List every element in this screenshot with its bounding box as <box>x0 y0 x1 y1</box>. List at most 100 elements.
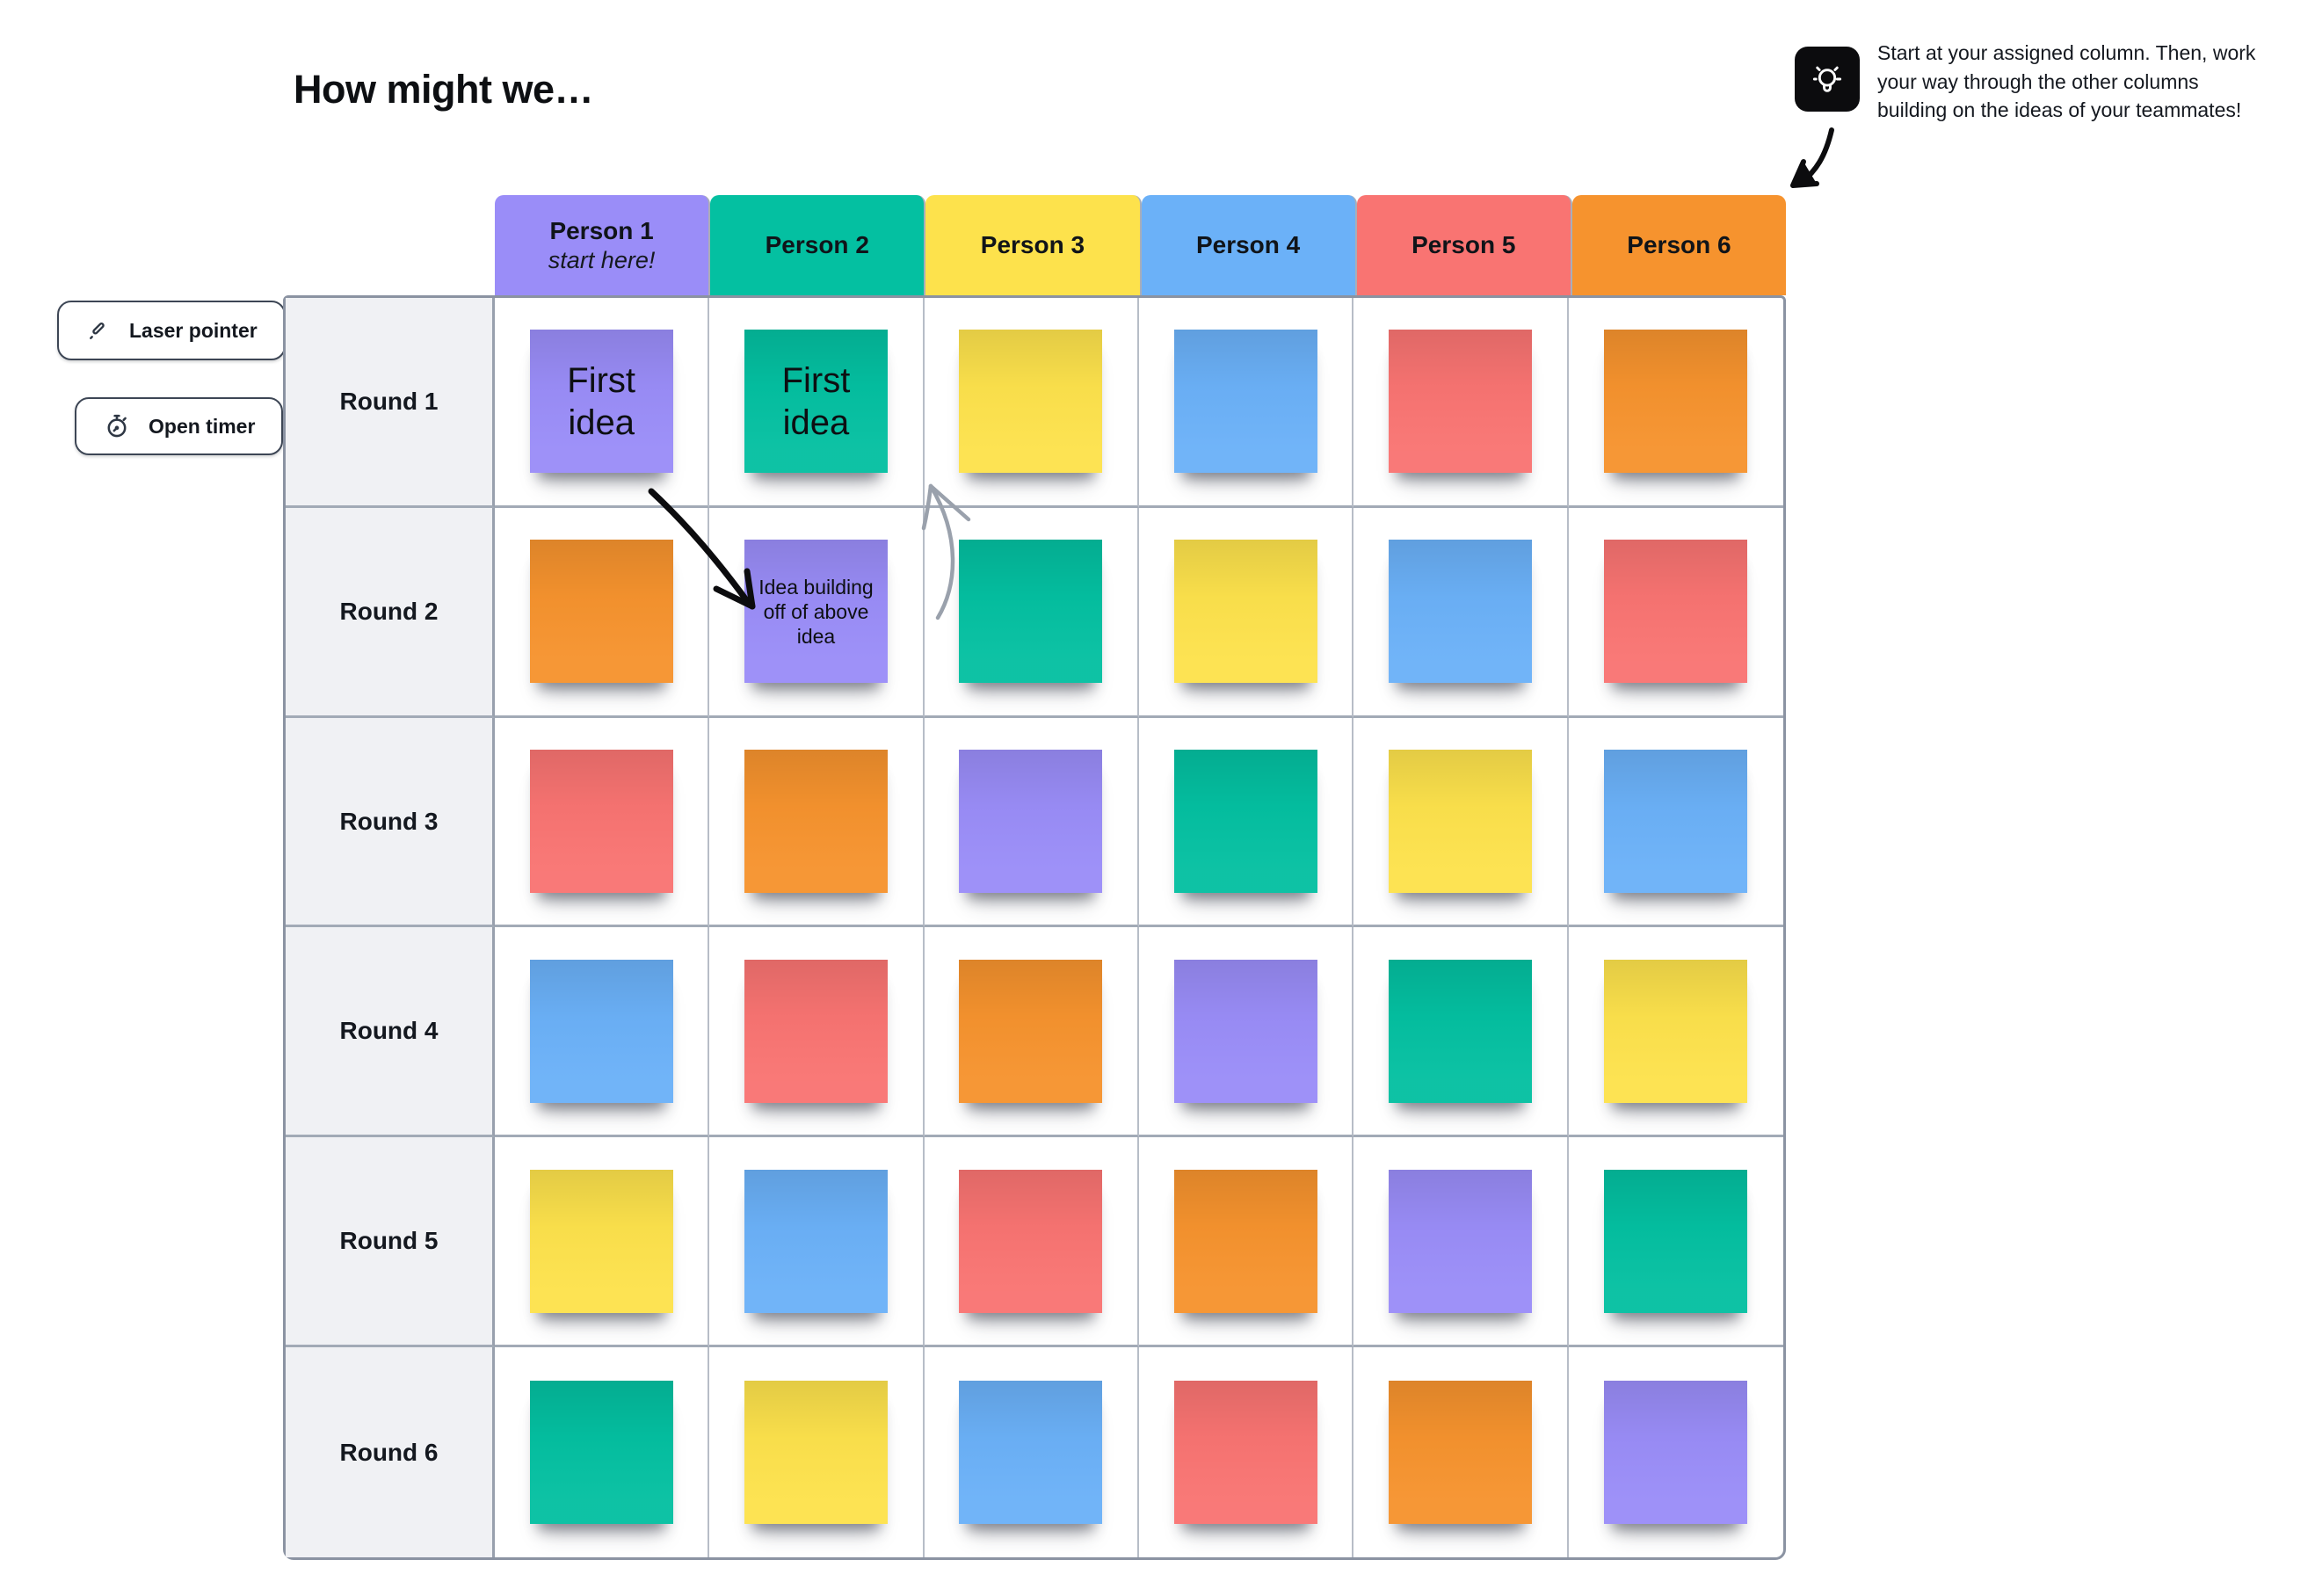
sticky-note-orange-r1-p6[interactable] <box>1604 330 1748 474</box>
sticky-note-yellow-r6-p2[interactable] <box>744 1381 888 1525</box>
grid-cell-r1-p1: First idea <box>495 298 710 508</box>
grid-cell-r5-p6 <box>1568 1137 1783 1348</box>
grid-cell-r2-p4 <box>1138 507 1354 718</box>
sticky-note-red-r2-p6[interactable] <box>1604 540 1748 684</box>
sticky-note-teal-r2-p3[interactable] <box>959 540 1103 684</box>
sticky-note-text: Idea building off of above idea <box>758 575 874 648</box>
grid-cell-r5-p5 <box>1353 1137 1569 1348</box>
sticky-note-blue-r4-p1[interactable] <box>529 959 673 1103</box>
sticky-note-teal-r1-p2[interactable]: First idea <box>744 330 888 474</box>
sticky-note-purple-r1-p1[interactable]: First idea <box>529 330 673 474</box>
lightbulb-icon <box>1804 56 1850 102</box>
grid-cell-r3-p1 <box>495 717 710 928</box>
sticky-note-yellow-r2-p4[interactable] <box>1173 540 1317 684</box>
grid-cell-r4-p3 <box>924 927 1139 1138</box>
sticky-note-red-r4-p2[interactable] <box>744 959 888 1103</box>
sticky-note-yellow-r4-p6[interactable] <box>1604 959 1748 1103</box>
sticky-note-purple-r3-p3[interactable] <box>959 750 1103 894</box>
grid-cell-r5-p4 <box>1138 1137 1354 1348</box>
open-timer-button[interactable]: Open timer <box>75 397 284 455</box>
sticky-note-teal-r4-p5[interactable] <box>1388 959 1532 1103</box>
column-header-sublabel: start here! <box>548 246 656 273</box>
open-timer-label: Open timer <box>149 414 256 438</box>
column-header-label: Person 2 <box>765 231 869 258</box>
grid-cell-r2-p3 <box>924 507 1139 718</box>
column-header-person-3[interactable]: Person 3 <box>925 195 1142 295</box>
grid-cell-r3-p5 <box>1353 717 1569 928</box>
sticky-note-red-r6-p4[interactable] <box>1173 1381 1317 1525</box>
tip-widget <box>1795 47 1860 112</box>
grid-cell-r4-p4 <box>1138 927 1354 1138</box>
column-header-person-4[interactable]: Person 4 <box>1141 195 1357 295</box>
column-header-label: Person 4 <box>1195 231 1301 258</box>
sticky-note-blue-r3-p6[interactable] <box>1604 750 1748 894</box>
column-header-person-6[interactable]: Person 6 <box>1571 195 1787 295</box>
grid-cell-r5-p3 <box>924 1137 1139 1348</box>
sticky-note-orange-r6-p5[interactable] <box>1388 1381 1532 1525</box>
column-header-person-2[interactable]: Person 2 <box>710 195 926 295</box>
row-label-round-4: Round 4 <box>286 927 495 1138</box>
sticky-note-red-r3-p1[interactable] <box>529 750 673 894</box>
row-label-round-5: Round 5 <box>286 1137 495 1348</box>
sticky-note-orange-r2-p1[interactable] <box>529 540 673 684</box>
sticky-note-red-r5-p3[interactable] <box>959 1169 1103 1313</box>
sticky-note-purple-r4-p4[interactable] <box>1173 959 1317 1103</box>
grid-cell-r3-p3 <box>924 717 1139 928</box>
sticky-note-purple-r5-p5[interactable] <box>1388 1169 1532 1313</box>
grid-cell-r1-p5 <box>1353 298 1569 508</box>
sticky-note-blue-r5-p2[interactable] <box>744 1169 888 1313</box>
grid-cell-r3-p2 <box>709 717 925 928</box>
grid-cell-r4-p1 <box>495 927 710 1138</box>
grid-cell-r2-p5 <box>1353 507 1569 718</box>
page-title: How might we… <box>294 67 594 112</box>
laser-pointer-icon <box>85 317 112 344</box>
sticky-note-yellow-r5-p1[interactable] <box>529 1169 673 1313</box>
sticky-note-orange-r3-p2[interactable] <box>744 750 888 894</box>
sticky-note-text: First idea <box>567 360 636 442</box>
grid-cell-r1-p4 <box>1138 298 1354 508</box>
sticky-note-purple-r2-p2[interactable]: Idea building off of above idea <box>744 540 888 684</box>
grid-cell-r5-p2 <box>709 1137 925 1348</box>
grid-cell-r3-p4 <box>1138 717 1354 928</box>
grid-cell-r6-p5 <box>1353 1347 1569 1557</box>
grid-cell-r2-p1 <box>495 507 710 718</box>
sticky-note-teal-r6-p1[interactable] <box>529 1381 673 1525</box>
sticky-note-teal-r3-p4[interactable] <box>1173 750 1317 894</box>
grid-cell-r1-p3 <box>924 298 1139 508</box>
sticky-note-teal-r5-p6[interactable] <box>1604 1169 1748 1313</box>
grid-cell-r6-p3 <box>925 1347 1139 1557</box>
row-label-round-2: Round 2 <box>286 507 495 718</box>
column-header-label: Person 6 <box>1627 231 1731 258</box>
sticky-note-blue-r2-p5[interactable] <box>1388 540 1532 684</box>
sticky-note-orange-r5-p4[interactable] <box>1173 1169 1317 1313</box>
grid-cell-r6-p1 <box>495 1347 710 1557</box>
grid-cell-r3-p6 <box>1568 718 1783 928</box>
sticky-note-yellow-r1-p3[interactable] <box>959 330 1103 474</box>
tip-arrow <box>1790 127 1834 188</box>
tip-text: Start at your assigned column. Then, wor… <box>1877 41 2256 121</box>
sticky-note-purple-r6-p6[interactable] <box>1604 1381 1748 1525</box>
sticky-note-red-r1-p5[interactable] <box>1388 330 1532 474</box>
sticky-note-yellow-r3-p5[interactable] <box>1388 750 1532 894</box>
stopwatch-icon <box>103 412 131 440</box>
column-header-label: Person 1 <box>549 216 654 244</box>
grid-cell-r4-p2 <box>709 927 925 1138</box>
column-header-person-5[interactable]: Person 5 <box>1356 195 1572 295</box>
grid-cell-r6-p6 <box>1569 1347 1783 1557</box>
grid-cell-r2-p6 <box>1568 508 1783 718</box>
grid-cell-r4-p5 <box>1353 927 1569 1138</box>
sticky-note-orange-r4-p3[interactable] <box>959 959 1103 1103</box>
column-header-label: Person 3 <box>980 231 1085 258</box>
laser-pointer-button[interactable]: Laser pointer <box>57 301 286 360</box>
row-label-round-1: Round 1 <box>286 298 495 508</box>
sticky-note-blue-r6-p3[interactable] <box>959 1381 1103 1525</box>
grid-cell-r4-p6 <box>1568 927 1783 1138</box>
grid-cell-r6-p4 <box>1139 1347 1354 1557</box>
sticky-note-blue-r1-p4[interactable] <box>1173 330 1317 474</box>
grid-cell-r5-p1 <box>495 1137 710 1348</box>
laser-pointer-label: Laser pointer <box>129 318 258 342</box>
